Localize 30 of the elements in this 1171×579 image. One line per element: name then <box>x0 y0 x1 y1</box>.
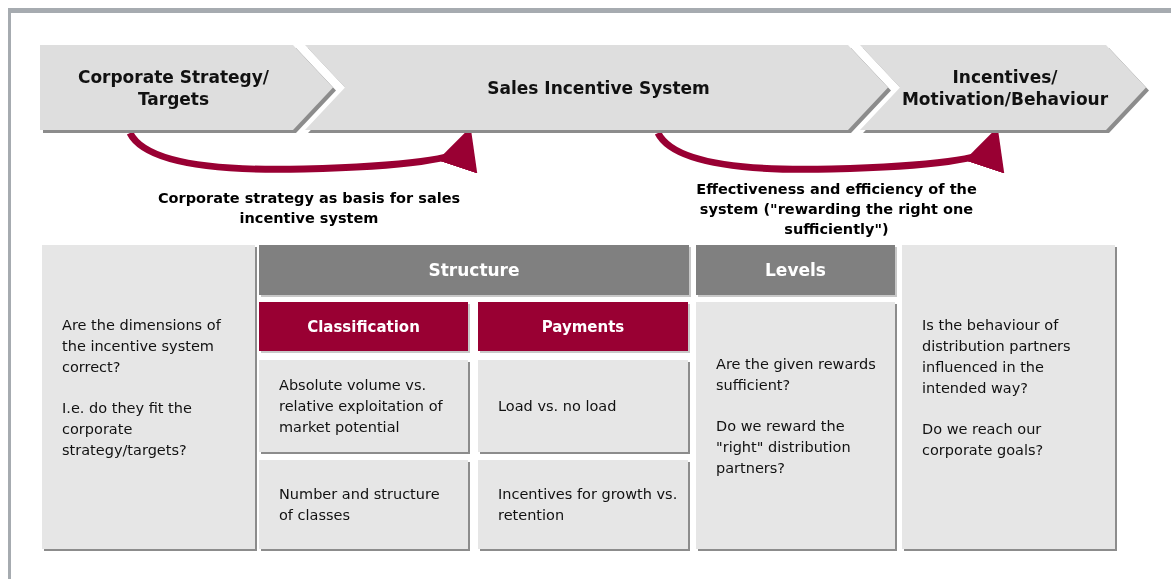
topic-text: Load vs. no load <box>498 396 618 416</box>
topic-text: Incentives for growth vs. retention <box>498 484 678 525</box>
category-header <box>478 302 688 351</box>
topic-card <box>478 360 688 452</box>
question-text: I.e. do they fit the corporate strategy/targets? <box>62 399 193 460</box>
chevron-step <box>860 45 1150 134</box>
topic-text: Number and structure of classes <box>279 484 441 525</box>
question-panel <box>42 245 255 549</box>
question-text: Do we reward the "right" distribution partners? <box>716 417 852 478</box>
question-panel <box>902 245 1115 549</box>
step-title: Incentives/ Motivation/Behaviour <box>900 65 1110 110</box>
section-header <box>696 245 895 295</box>
question-text: Are the given rewards sufficient? <box>716 355 877 395</box>
step-title: Sales Incentive System <box>486 76 711 99</box>
topic-text: Absolute volume vs. relative exploitation of market potential <box>279 375 444 437</box>
topic-card <box>259 360 468 452</box>
header-text: Payments <box>540 317 626 336</box>
header-text: Classification <box>306 317 421 336</box>
step-title: Corporate Strategy/ Targets <box>76 65 271 110</box>
topic-card <box>259 460 468 549</box>
question-text: Are the dimensions of the incentive system correct? <box>62 316 222 377</box>
topic-card <box>478 460 688 549</box>
category-header <box>259 302 468 351</box>
header-text: Structure <box>427 260 521 280</box>
chevron-step <box>40 45 337 134</box>
question-text: Do we reach our corporate goals? <box>922 420 1045 460</box>
question-text: Is the behaviour of distribution partners influenced in the intended way? <box>922 316 1072 398</box>
question-panel <box>696 302 895 549</box>
section-header <box>259 245 689 295</box>
header-text: Levels <box>764 260 827 280</box>
